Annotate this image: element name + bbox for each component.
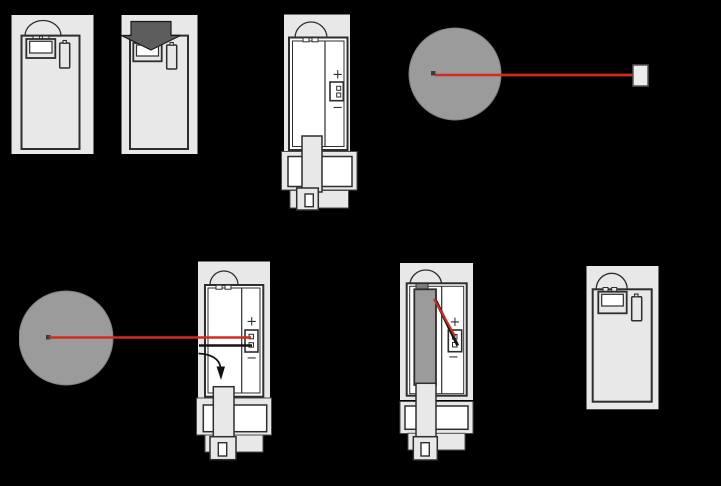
connector-socket [329, 81, 345, 102]
figure-device-closed-2 [586, 265, 660, 411]
side-switch-nub [169, 41, 174, 46]
polarity-minus-icon: − [246, 351, 257, 366]
battery-with-lead-svg [408, 27, 649, 121]
dome-icon [209, 270, 239, 286]
dome-clip-left [215, 284, 223, 290]
dome-icon [294, 21, 328, 39]
figure-device-closed-1 [11, 14, 95, 159]
polarity-plus-icon: + [332, 68, 343, 83]
figure-battery-with-lead [405, 20, 655, 125]
figure-device-press-open [117, 14, 201, 159]
red-lead-wire [433, 298, 457, 338]
curved-arrow-icon [198, 352, 222, 368]
dome-clip-left [302, 37, 310, 43]
front-window [29, 40, 53, 54]
dome-icon [409, 269, 443, 286]
device-open-wired-svg: + − [196, 261, 272, 461]
polarity-minus-icon: − [448, 350, 459, 365]
device-face-frame [20, 34, 81, 151]
connector-socket [244, 329, 259, 353]
strap [415, 382, 437, 441]
polarity-minus-icon: − [332, 101, 343, 116]
device-open-empty-svg: + − [281, 14, 358, 211]
dome-icon [595, 272, 628, 290]
connector-icon [632, 64, 649, 87]
figure-device-battery-installed: + − [399, 261, 478, 461]
side-switch [630, 295, 643, 322]
front-window [601, 293, 624, 307]
socket-hole-positive [248, 333, 254, 340]
side-switch-nub [62, 39, 67, 44]
device-press-open-svg [121, 15, 198, 154]
strap [301, 135, 323, 193]
device-closed-2-svg [586, 266, 659, 410]
buckle-slot [217, 441, 228, 457]
side-switch [165, 44, 178, 70]
buckle-slot [420, 441, 431, 457]
wire-solder-tab [431, 71, 436, 76]
socket-hole-negative [336, 92, 342, 98]
buckle-slot [304, 193, 315, 208]
polarity-plus-icon: + [246, 315, 257, 330]
side-switch-nub [634, 293, 639, 298]
strap [212, 385, 235, 440]
socket-hole-negative [248, 342, 254, 348]
dome-clip-right [224, 284, 232, 290]
device-closed-1-svg [11, 15, 94, 154]
installed-battery [413, 288, 437, 386]
figure-device-open-wired: + − [196, 261, 275, 461]
side-switch [58, 42, 71, 69]
polarity-plus-icon: + [450, 315, 461, 330]
dome-icon [24, 19, 62, 37]
device-battery-installed-svg: + − [399, 263, 474, 461]
dome-clip-right [311, 37, 319, 43]
battery-cell-icon [19, 290, 114, 386]
press-arrow-icon [121, 20, 181, 51]
curved-arrow-head [216, 366, 225, 380]
figure-device-open-empty: + − [281, 14, 359, 214]
wire-solder-tab [46, 335, 51, 340]
socket-hole-positive [336, 85, 342, 91]
device-face-frame [591, 288, 653, 403]
